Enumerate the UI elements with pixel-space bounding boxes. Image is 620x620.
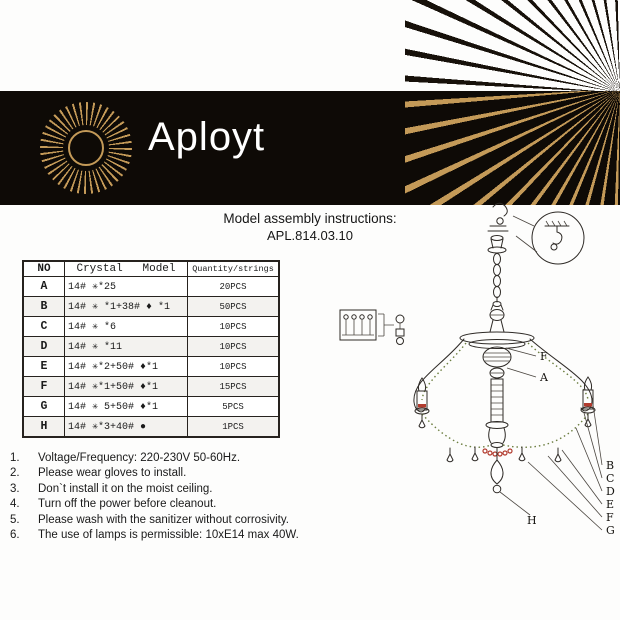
cell-no: C — [22, 316, 65, 337]
cell-qty: 15PCS — [187, 376, 280, 397]
cell-no: E — [22, 356, 65, 377]
table-row: H 14# ✳*3+40# ● 1PCS — [22, 416, 280, 438]
cell-qty: 50PCS — [187, 296, 280, 317]
cell-model: 14# ✳*1+50# ♦*1 — [64, 376, 188, 397]
right-arm — [527, 338, 596, 414]
table-row: F 14# ✳*1+50# ♦*1 15PCS — [22, 376, 280, 397]
note-item: 1. Voltage/Frequency: 220-230V 50-60Hz. — [10, 452, 370, 465]
note-item: 4. Turn off the power before cleanout. — [10, 498, 370, 511]
brand-banner: Aployt — [0, 91, 620, 205]
sunburst-logo-icon — [40, 102, 132, 194]
cell-model: 14# ✳*25 — [64, 276, 188, 297]
page-title: Model assembly instructions: — [223, 211, 397, 226]
detail-inset — [512, 211, 585, 265]
diagram-label-g: G — [606, 524, 615, 537]
cell-qty: 10PCS — [187, 336, 280, 357]
header-no: NO — [22, 260, 65, 277]
note-number: 3. — [10, 482, 20, 495]
note-item: 5. Please wash with the sanitizer withou… — [10, 514, 370, 527]
cell-model: 14# ✳ *11 — [64, 336, 188, 357]
note-item: 6. The use of lamps is permissible: 10xE… — [10, 529, 370, 542]
cell-no: F — [22, 376, 65, 397]
chandelier-diagram: F A B C D E F G H — [339, 202, 615, 537]
sunburst-center-icon — [68, 130, 104, 166]
diagram-label-c: C — [606, 472, 614, 485]
note-item: 3. Don`t install it on the moist ceiling… — [10, 483, 370, 496]
central-column — [482, 346, 512, 448]
note-text: Please wash with the sanitizer without c… — [38, 513, 289, 526]
note-text: Please wear gloves to install. — [38, 467, 187, 480]
crystal-table: NO Crystal Model Quantity/strings A 14# … — [22, 260, 280, 438]
diagram-label-f-top: F — [540, 350, 548, 363]
diagram-label-a: A — [539, 371, 549, 384]
cell-model: 14# ✳ 5+50# ♦*1 — [64, 396, 188, 417]
table-row: B 14# ✳ *1+38# ♦ *1 50PCS — [22, 296, 280, 317]
note-item: 2. Please wear gloves to install. — [10, 467, 370, 480]
table-row: A 14# ✳*25 20PCS — [22, 276, 280, 297]
brand-name: Aployt — [148, 115, 266, 159]
cell-no: H — [22, 416, 65, 438]
cell-no: B — [22, 296, 65, 317]
table-row: D 14# ✳ *11 10PCS — [22, 336, 280, 357]
cell-qty: 5PCS — [187, 396, 280, 417]
note-text: Don`t install it on the moist ceiling. — [38, 482, 213, 495]
upper-stem — [489, 301, 505, 333]
cell-model: 14# ✳ *1+38# ♦ *1 — [64, 296, 188, 317]
table-row: G 14# ✳ 5+50# ♦*1 5PCS — [22, 396, 280, 417]
parts-box — [339, 309, 405, 345]
model-number: APL.814.03.10 — [266, 228, 354, 243]
note-text: Turn off the power before cleanout. — [38, 498, 217, 511]
table-header-row: NO Crystal Model Quantity/strings — [22, 260, 280, 277]
diagram-labels: F A B C D E F G H — [499, 347, 615, 537]
rays-decoration-banner-icon — [405, 91, 620, 205]
cell-model: 14# ✳*2+50# ♦*1 — [64, 356, 188, 377]
ceiling-hook — [487, 202, 509, 232]
note-number: 4. — [10, 498, 20, 511]
cell-no: D — [22, 336, 65, 357]
note-text: The use of lamps is permissible: 10xE14 … — [38, 529, 299, 542]
diagram-label-f-bottom: F — [606, 511, 614, 524]
chain — [487, 235, 507, 303]
cell-qty: 1PCS — [187, 416, 280, 438]
table-row: C 14# ✳ *6 10PCS — [22, 316, 280, 337]
note-number: 1. — [10, 452, 20, 464]
crystal-drops — [418, 412, 592, 463]
cell-qty: 10PCS — [187, 316, 280, 337]
note-text: Voltage/Frequency: 220-230V 50-60Hz. — [38, 452, 241, 464]
left-arm — [413, 338, 467, 415]
cell-qty: 20PCS — [187, 276, 280, 297]
diagram-label-b: B — [606, 459, 614, 472]
rays-decoration-top-icon — [405, 0, 620, 91]
diagram-label-e: E — [606, 498, 614, 511]
diagram-label-h: H — [527, 514, 537, 527]
cell-no: G — [22, 396, 65, 417]
table-row: E 14# ✳*2+50# ♦*1 10PCS — [22, 356, 280, 377]
cell-model: 14# ✳*3+40# ● — [64, 416, 188, 438]
cell-no: A — [22, 276, 65, 297]
cell-qty: 10PCS — [187, 356, 280, 377]
header-qty: Quantity/strings — [187, 260, 280, 277]
note-number: 6. — [10, 529, 20, 542]
header-model: Crystal Model — [64, 260, 188, 277]
arm-plate — [459, 331, 535, 349]
diagram-label-d: D — [606, 485, 615, 498]
safety-notes: 1. Voltage/Frequency: 220-230V 50-60Hz. … — [10, 452, 370, 544]
note-number: 5. — [10, 513, 20, 526]
note-number: 2. — [10, 467, 20, 480]
bottom-finial — [490, 447, 504, 494]
cell-model: 14# ✳ *6 — [64, 316, 188, 337]
